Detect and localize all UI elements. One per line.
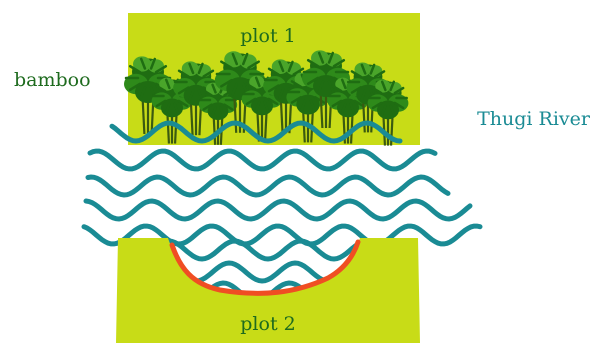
- plot2-label: plot 2: [240, 313, 295, 335]
- river-wave-icon: [160, 241, 370, 259]
- plot1-label: plot 1: [240, 25, 295, 47]
- river-wave-icon: [90, 151, 435, 169]
- river-wave-icon: [88, 177, 448, 195]
- river-label: Thugi River: [477, 108, 591, 130]
- river-wave-icon: [86, 201, 470, 219]
- bamboo-label: bamboo: [14, 69, 91, 91]
